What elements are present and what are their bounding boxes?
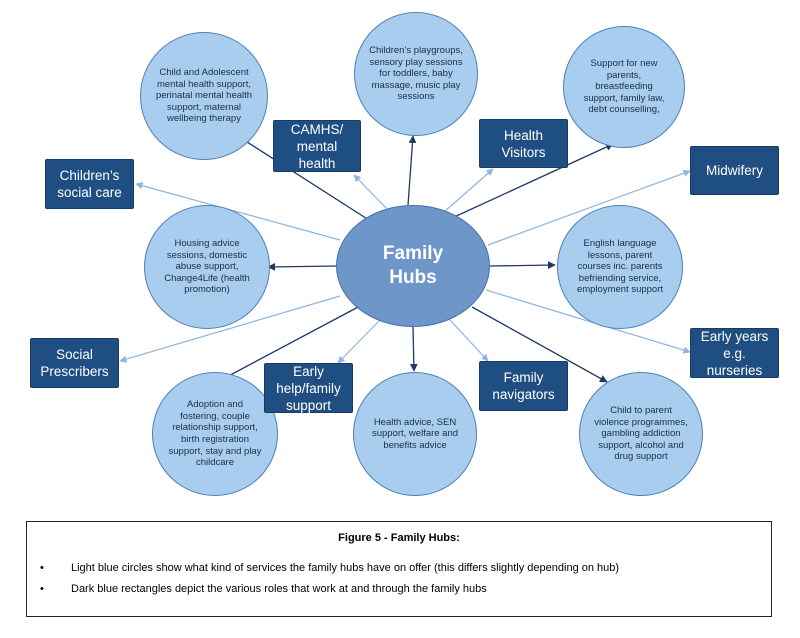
- caption-bullet-item: • Light blue circles show what kind of s…: [40, 562, 620, 574]
- role-box-family-navigators: Family navigators: [479, 361, 568, 411]
- role-box-early-help: Early help/family support: [264, 363, 353, 413]
- arrow-to-childrens-social-care: [135, 182, 341, 241]
- figure-caption-box: Figure 5 - Family Hubs: • Light blue cir…: [26, 521, 772, 617]
- role-box-childrens-social-care: Children’s social care: [45, 159, 134, 209]
- arrow-to-early-years: [485, 289, 691, 354]
- arrow-to-camhs: [353, 174, 389, 211]
- role-box-health-visitors: Health Visitors: [479, 119, 568, 168]
- arrow-to-early-help: [337, 319, 381, 364]
- caption-bullet-text: Dark blue rectangles depict the various …: [71, 583, 487, 595]
- role-box-midwifery: Midwifery: [690, 146, 779, 195]
- arrow-to-family-navigators: [449, 319, 489, 362]
- arrow-to-new-parents: [451, 143, 614, 219]
- service-circle-child-to-parent: Child to parent violence programmes, gam…: [579, 372, 703, 496]
- caption-bullet-item: • Dark blue rectangles depict the variou…: [40, 583, 487, 595]
- bullet-icon: •: [40, 562, 44, 574]
- role-box-camhs: CAMHS/ mental health: [273, 120, 361, 172]
- role-box-social-prescribers: Social Prescribers: [30, 338, 119, 388]
- service-circle-new-parents: Support for new parents, breastfeeding s…: [563, 26, 685, 148]
- arrow-to-social-prescribers: [119, 295, 341, 363]
- arrow-to-midwifery: [487, 169, 691, 246]
- arrow-to-adoption: [218, 305, 361, 382]
- family-hubs-diagram: Child and Adolescent mental health suppo…: [30, 12, 779, 496]
- service-circle-child-mental-health: Child and Adolescent mental health suppo…: [140, 32, 268, 160]
- arrow-to-english: [489, 261, 556, 270]
- arrow-to-health-visitors: [443, 168, 494, 213]
- caption-bullet-text: Light blue circles show what kind of ser…: [71, 562, 620, 574]
- bullet-icon: •: [40, 583, 44, 595]
- arrow-to-housing: [267, 262, 338, 271]
- family-hubs-center: Family Hubs: [336, 205, 490, 327]
- service-circle-housing: Housing advice sessions, domestic abuse …: [144, 205, 270, 329]
- figure-caption-title: Figure 5 - Family Hubs:: [338, 532, 460, 544]
- role-box-early-years: Early years e.g. nurseries: [690, 328, 779, 378]
- arrow-to-playgroups: [407, 135, 417, 206]
- service-circle-playgroups: Children’s playgroups, sensory play sess…: [354, 12, 478, 136]
- connector-arrows: [119, 123, 691, 383]
- arrow-to-health-advice: [409, 326, 418, 372]
- service-circle-adoption: Adoption and fostering, couple relations…: [152, 372, 278, 496]
- arrow-to-child-to-parent: [471, 306, 608, 383]
- service-circle-english: English language lessons, parent courses…: [557, 205, 683, 329]
- service-circle-health-advice: Health advice, SEN support, welfare and …: [353, 372, 477, 496]
